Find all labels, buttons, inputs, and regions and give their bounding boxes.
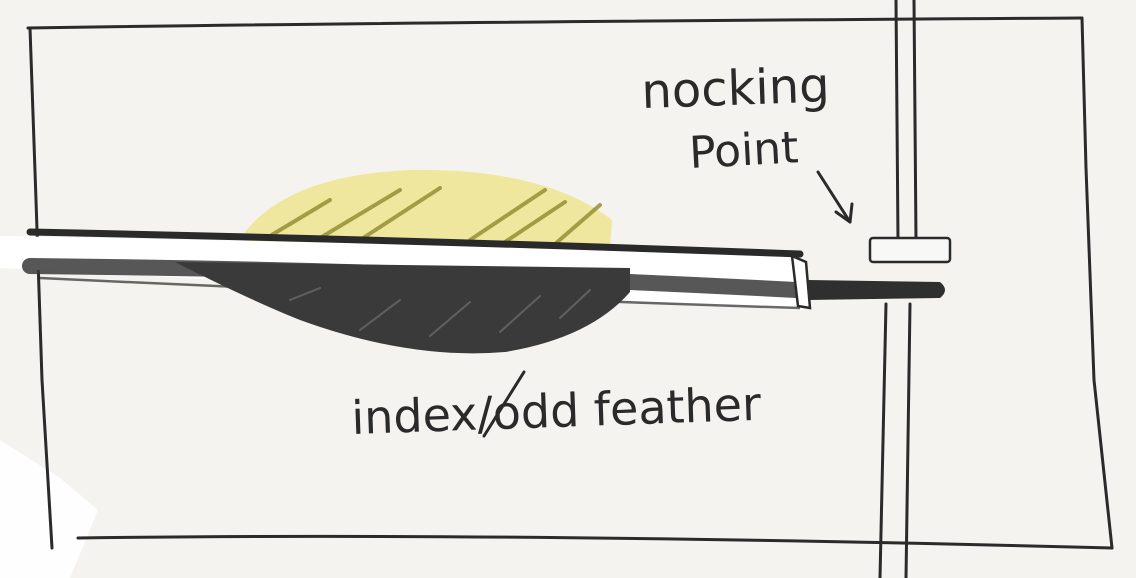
nocking-label-line1: nocking <box>640 57 830 120</box>
nocking-label-line2: Point <box>688 122 800 179</box>
nocking-point-block <box>870 238 950 262</box>
